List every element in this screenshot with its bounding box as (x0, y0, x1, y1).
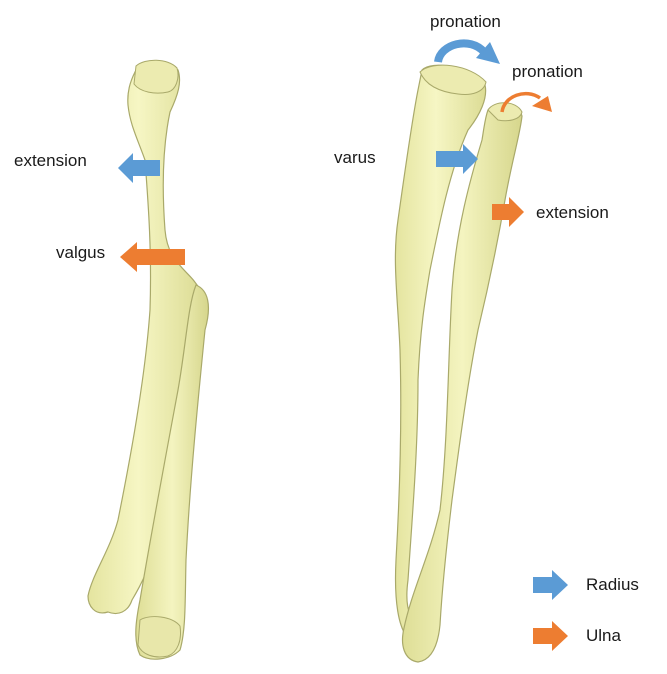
legend-radius-arrow (533, 570, 568, 600)
legend-ulna-label: Ulna (586, 627, 621, 644)
right-arrow-icon (533, 570, 568, 600)
left-view-bone-distal (138, 617, 181, 657)
radius-pronation-arrow (438, 42, 500, 64)
label-extension-right: extension (536, 204, 609, 221)
left-view-bones (88, 60, 208, 659)
curved-arrow-icon (438, 43, 484, 62)
left-view-bone-head (134, 60, 178, 93)
right-arrow-icon (533, 621, 568, 651)
label-pronation-radius: pronation (430, 13, 501, 30)
curved-arrow-head-icon (532, 96, 552, 112)
label-varus: varus (334, 149, 376, 166)
label-extension-left: extension (14, 152, 87, 169)
label-pronation-ulna: pronation (512, 63, 583, 80)
legend-ulna-arrow (533, 621, 568, 651)
legend-radius-label: Radius (586, 576, 639, 593)
label-valgus: valgus (56, 244, 105, 261)
